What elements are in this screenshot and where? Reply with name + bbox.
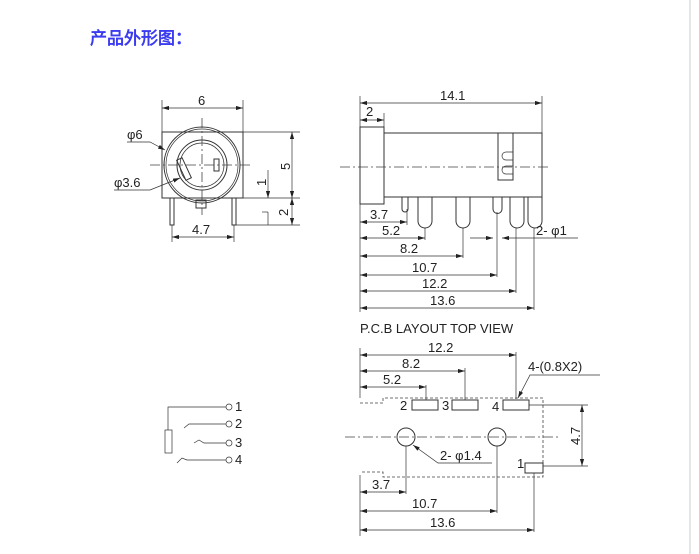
label-outer-dia: φ6	[127, 127, 143, 142]
terminal-1: 1	[235, 399, 242, 414]
pad-2	[411, 399, 439, 411]
dim-pin-1: 3.7	[370, 207, 388, 222]
dim-bottom-1: 3.7	[372, 477, 390, 492]
label-pin-dia: 2- φ1	[536, 223, 567, 238]
dim-top-3: 5.2	[383, 372, 401, 387]
dim-top-1: 12.2	[428, 340, 453, 355]
dim-flange: 2	[366, 104, 373, 119]
schematic: 1 2 3 4	[164, 399, 242, 467]
dim-bottom-3: 13.6	[430, 515, 455, 530]
pad-3	[451, 399, 479, 411]
front-view: 6 5 2 1 4.7 φ6 φ3.6	[114, 93, 300, 242]
side-view: 14.1 2 3.7 5.2 8.2 10.7 12.2 13.6 2- φ1	[340, 88, 578, 312]
dim-pin-6: 13.6	[430, 293, 455, 308]
dim-pin-5: 12.2	[422, 276, 447, 291]
terminal-2: 2	[235, 416, 242, 431]
terminal-4: 4	[235, 452, 242, 467]
pad-label-4: 4	[492, 399, 499, 414]
dim-pin-4: 10.7	[412, 260, 437, 275]
dim-pin-spacing: 4.7	[192, 222, 210, 237]
dim-length: 14.1	[440, 88, 465, 103]
dim-offset: 1	[254, 179, 269, 186]
dim-pin-2: 5.2	[382, 223, 400, 238]
dim-pin-3: 8.2	[400, 241, 418, 256]
dim-width: 6	[198, 93, 205, 108]
pad-4	[502, 399, 530, 411]
dim-pin-length: 2	[276, 209, 291, 216]
dim-bottom-2: 10.7	[412, 496, 437, 511]
pcb-heading: P.C.B LAYOUT TOP VIEW	[360, 321, 514, 336]
label-inner-dia: φ3.6	[114, 175, 141, 190]
dim-top-2: 8.2	[402, 356, 420, 371]
terminal-3: 3	[235, 435, 242, 450]
pad-1	[524, 462, 544, 474]
pad-label-3: 3	[442, 398, 449, 413]
pin-dimensions: 3.7 5.2 8.2 10.7 12.2 13.6	[360, 207, 535, 311]
label-hole-dia: 2- φ1.4	[440, 448, 482, 463]
dim-row-gap: 4.7	[568, 427, 583, 445]
page-title: 产品外形图：	[90, 29, 192, 49]
pad-label-2: 2	[400, 398, 407, 413]
dim-height: 5	[278, 163, 293, 170]
label-pad-size: 4-(0.8X2)	[528, 359, 582, 374]
pcb-layout: P.C.B LAYOUT TOP VIEW 12.2 8.2 5.2 2 3 4…	[345, 321, 600, 536]
pad-label-1: 1	[517, 456, 524, 471]
